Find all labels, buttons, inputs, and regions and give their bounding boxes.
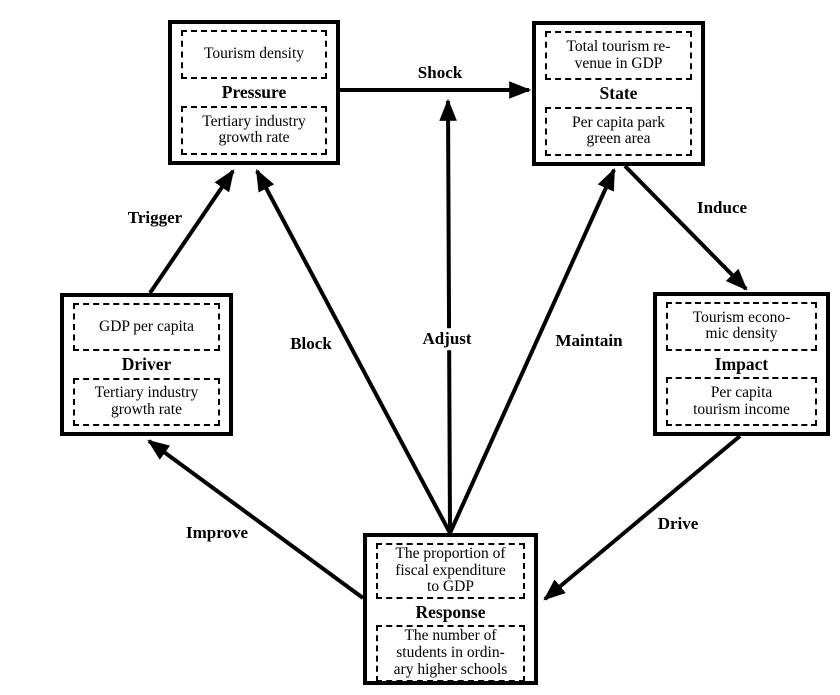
adjust-label: Adjust: [418, 328, 476, 350]
driver-top-indicator-box: GDP per capita: [73, 303, 220, 352]
impact-title: Impact: [714, 353, 769, 374]
impact-box: Tourism econo- mic density Impact Per ca…: [653, 292, 830, 436]
response-bottom-indicator-box: The number of students in ordin- ary hig…: [376, 625, 525, 682]
pressure-title: Pressure: [221, 82, 287, 103]
response-bottom-indicator-label: The number of students in ordin- ary hig…: [393, 627, 508, 678]
response-title: Response: [415, 602, 486, 623]
maintain-arrow: [448, 167, 616, 534]
induce-label: Induce: [692, 197, 752, 219]
pressure-bottom-indicator-label: Tertiary industry growth rate: [202, 112, 306, 147]
pressure-bottom-indicator-box: Tertiary industry growth rate: [181, 105, 327, 155]
pressure-top-indicator-label: Tourism density: [203, 45, 305, 63]
response-top-indicator-box: The proportion of fiscal expenditure to …: [376, 543, 525, 600]
shock-label: Shock: [413, 62, 467, 84]
state-top-indicator-box: Total tourism re- venue in GDP: [545, 31, 692, 81]
adjust-arrow: [439, 98, 457, 534]
driver-box: GDP per capita Driver Tertiary industry …: [60, 293, 233, 436]
state-bottom-indicator-box: Per capita park green area: [545, 106, 692, 156]
driver-top-indicator-label: GDP per capita: [99, 317, 194, 335]
induce-arrow: [623, 164, 748, 291]
block-label: Block: [286, 333, 336, 355]
maintain-label: Maintain: [551, 330, 627, 352]
state-bottom-indicator-label: Per capita park green area: [572, 113, 665, 148]
response-box: The proportion of fiscal expenditure to …: [363, 533, 538, 685]
drive-label: Drive: [653, 513, 703, 535]
state-box: Total tourism re- venue in GDP State Per…: [532, 21, 705, 166]
driver-title: Driver: [121, 354, 172, 375]
trigger-label: Trigger: [123, 207, 187, 229]
block-arrow: [255, 169, 452, 534]
response-top-indicator-label: The proportion of fiscal expenditure to …: [395, 545, 506, 596]
state-top-indicator-label: Total tourism re- venue in GDP: [566, 37, 671, 72]
impact-top-indicator-box: Tourism econo- mic density: [666, 302, 817, 351]
driver-bottom-indicator-label: Tertiary industry growth rate: [94, 384, 199, 418]
pressure-box: Tourism density Pressure Tertiary indust…: [168, 20, 340, 165]
impact-bottom-indicator-label: Per capita tourism income: [693, 383, 790, 418]
state-title: State: [599, 83, 638, 104]
improve-arrow: [147, 439, 365, 600]
pressure-top-indicator-box: Tourism density: [181, 30, 327, 80]
impact-top-indicator-label: Tourism econo- mic density: [692, 308, 791, 343]
driver-bottom-indicator-box: Tertiary industry growth rate: [73, 377, 220, 426]
trigger-arrow: [148, 169, 235, 295]
improve-label: Improve: [181, 522, 253, 544]
drive-arrow: [543, 434, 742, 601]
impact-bottom-indicator-box: Per capita tourism income: [666, 377, 817, 426]
